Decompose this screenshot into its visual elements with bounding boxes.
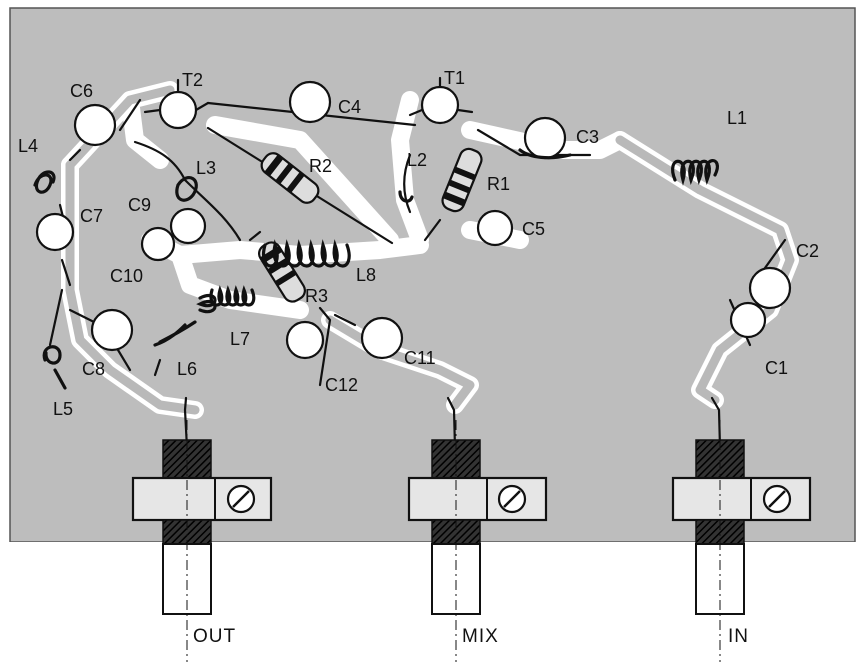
- inductor-c3-lead: [518, 148, 572, 160]
- capacitor-c7: [35, 212, 75, 252]
- inductor-l5: [42, 345, 67, 390]
- label-c6: C6: [70, 81, 93, 101]
- label-c1: C1: [765, 358, 788, 378]
- label-c4: C4: [338, 97, 361, 117]
- transistor-t1: [408, 76, 474, 125]
- capacitor-c1: [729, 301, 767, 339]
- label-c9: C9: [128, 195, 151, 215]
- capacitor-c8: [90, 308, 134, 352]
- inductor-l3: [175, 176, 198, 202]
- port-label-mix: MIX: [462, 626, 499, 647]
- label-l3: L3: [196, 158, 216, 178]
- inductor-l8: [262, 239, 351, 268]
- label-c7: C7: [80, 206, 103, 226]
- capacitor-c3: [523, 116, 567, 160]
- resistor-r1: [441, 147, 483, 213]
- label-c2: C2: [796, 241, 819, 261]
- component-labels: T2 T1 C6 C4 C3 L1 L4 L3 R2 L2 R1 C9 C7 C…: [18, 68, 819, 419]
- capacitor-c12: [285, 320, 325, 360]
- capacitor-c5: [476, 209, 514, 247]
- label-c12: C12: [325, 375, 358, 395]
- capacitors: [35, 80, 792, 360]
- label-l2: L2: [407, 150, 427, 170]
- transistor-t2: [143, 78, 210, 130]
- connector-mix: [407, 396, 548, 662]
- capacitor-c6: [73, 103, 117, 147]
- connector-out: [131, 396, 273, 662]
- inductor-l2: [398, 190, 414, 203]
- capacitor-c11: [360, 316, 404, 360]
- label-l6: L6: [177, 359, 197, 379]
- capacitor-c10: [140, 226, 176, 262]
- label-r1: R1: [487, 174, 510, 194]
- capacitor-c9: [169, 207, 207, 245]
- inductor-l6: [153, 294, 217, 347]
- label-l1: L1: [727, 108, 747, 128]
- port-label-in: IN: [728, 626, 749, 647]
- capacitor-c4: [288, 80, 332, 124]
- inductor-l4: [33, 170, 56, 194]
- label-t2: T2: [182, 70, 203, 90]
- resistor-r2: [260, 152, 320, 204]
- inductor-l1: [671, 159, 719, 186]
- port-label-out: OUT: [193, 626, 236, 647]
- inductors: [33, 148, 719, 390]
- label-c11: C11: [404, 348, 436, 368]
- capacitor-c2: [748, 266, 792, 310]
- connector-in: [671, 396, 812, 662]
- label-r2: R2: [309, 156, 332, 176]
- label-l8: L8: [356, 265, 376, 285]
- label-t1: T1: [444, 68, 465, 88]
- label-c3: C3: [576, 127, 599, 147]
- label-l4: L4: [18, 136, 38, 156]
- label-c5: C5: [522, 219, 545, 239]
- label-l7: L7: [230, 329, 250, 349]
- label-l5: L5: [53, 399, 73, 419]
- label-c10: C10: [110, 266, 143, 286]
- label-r3: R3: [305, 286, 328, 306]
- inductor-l7: [209, 285, 256, 307]
- label-c8: C8: [82, 359, 105, 379]
